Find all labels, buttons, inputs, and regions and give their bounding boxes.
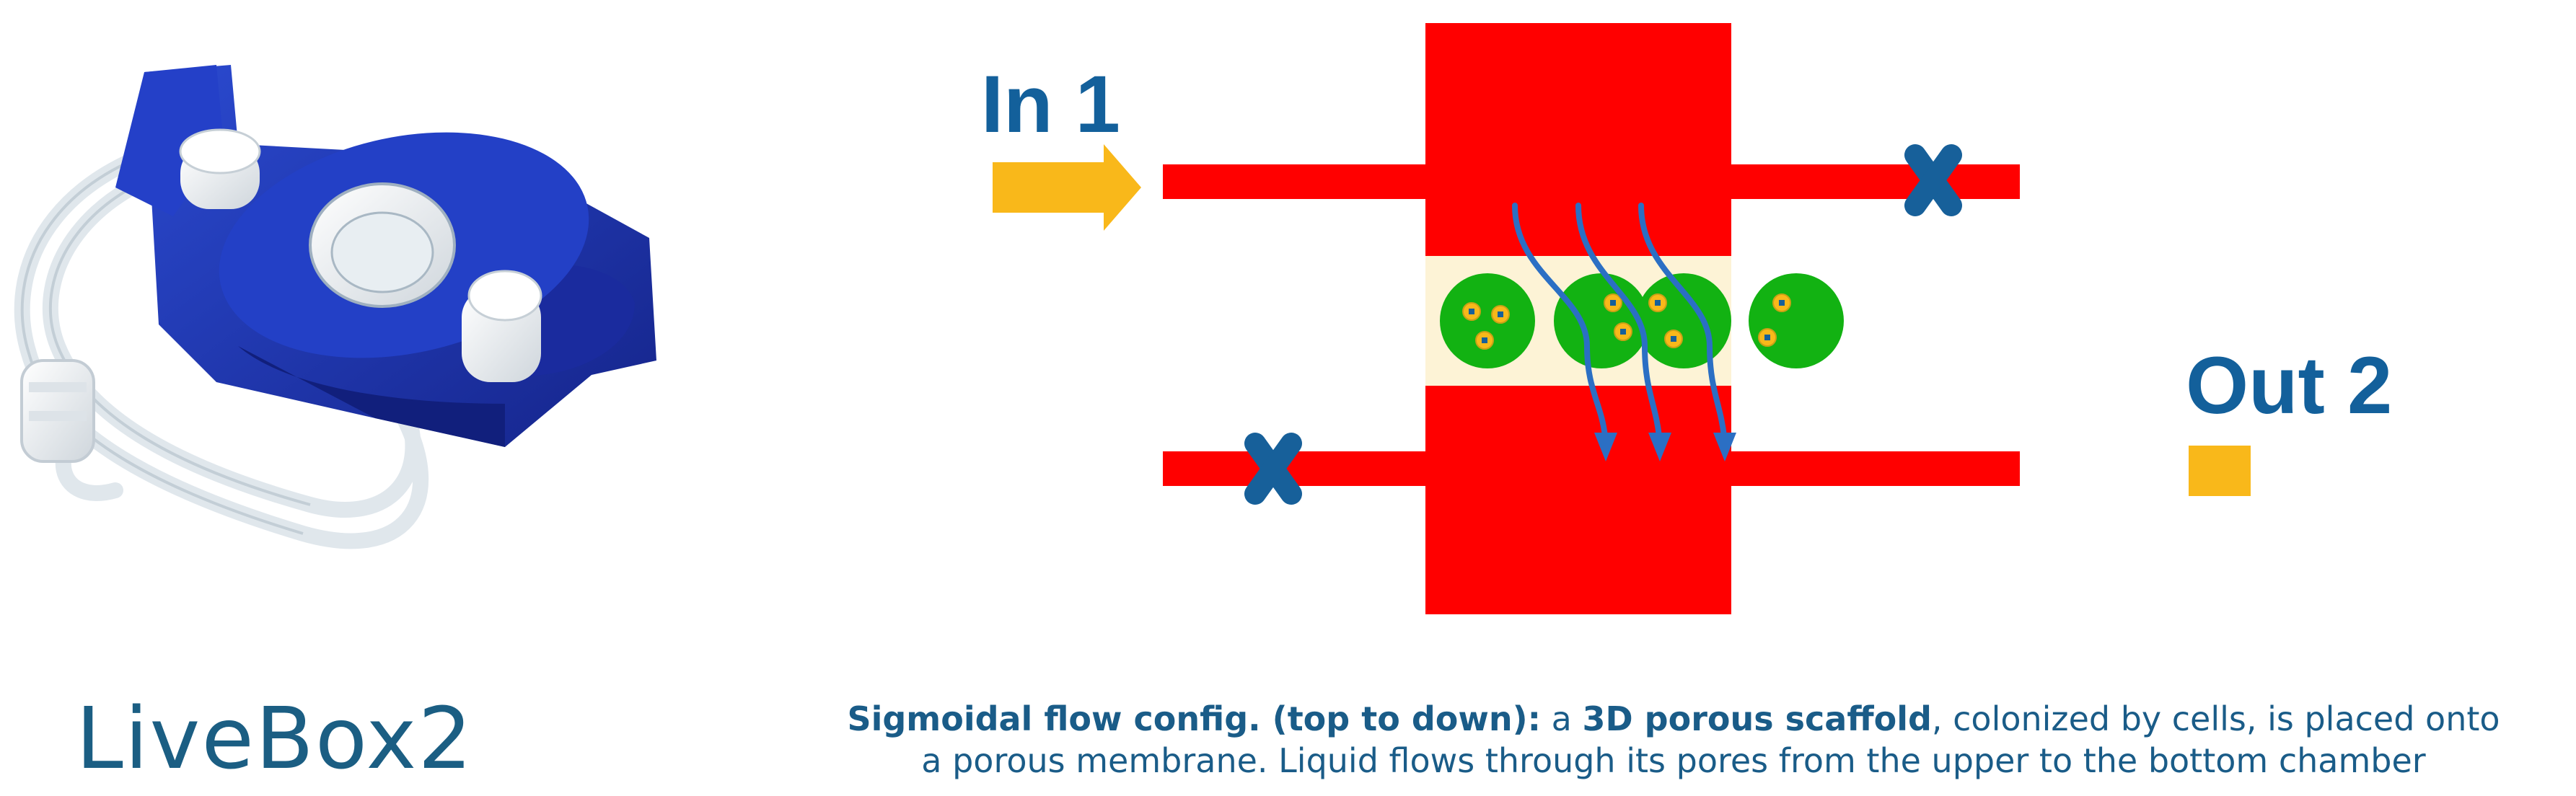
livebox-logo: LiveBox2	[76, 689, 473, 788]
lower-inlet-tube	[1163, 451, 1466, 486]
screw-cap-right	[462, 270, 542, 382]
logo-number: 2	[418, 689, 474, 788]
flow-paths	[1512, 203, 1727, 439]
cell	[1440, 273, 1535, 368]
livebox-device-illustration	[14, 65, 656, 549]
caption-text-b: , colonized by cells, is placed onto	[1931, 699, 2500, 738]
cell	[1749, 273, 1844, 368]
flow-arrowheads	[1594, 433, 1736, 461]
caption-config: Sigmoidal flow config. (top to down):	[847, 699, 1542, 738]
inlet-label: In 1	[981, 59, 1120, 149]
outlet-arrow-icon	[2189, 446, 2251, 496]
caption-text-c: a porous membrane. Liquid flows through …	[921, 741, 2426, 780]
cell	[1636, 273, 1731, 368]
caption-scaffold: 3D porous scaffold	[1582, 699, 1932, 738]
lower-outlet-tube	[1731, 451, 2020, 486]
inlet-arrow-icon	[993, 144, 1141, 231]
blocked-upper-outlet-x-mark-icon	[1904, 144, 1962, 216]
tube-connector	[20, 359, 95, 463]
outlet-label: Out 2	[2186, 340, 2393, 430]
screw-cap-left	[179, 128, 261, 209]
figure-caption: Sigmoidal flow config. (top to down): a …	[783, 698, 2564, 782]
flow-schematic	[993, 23, 2251, 614]
logo-name: LiveBox	[76, 689, 418, 788]
caption-text-a: a	[1541, 699, 1583, 738]
blocked-lower-inlet-x-mark-icon	[1244, 433, 1302, 505]
upper-outlet-tube	[1731, 164, 2020, 199]
upper-inlet-tube	[1163, 164, 1466, 199]
cell	[1554, 273, 1649, 368]
